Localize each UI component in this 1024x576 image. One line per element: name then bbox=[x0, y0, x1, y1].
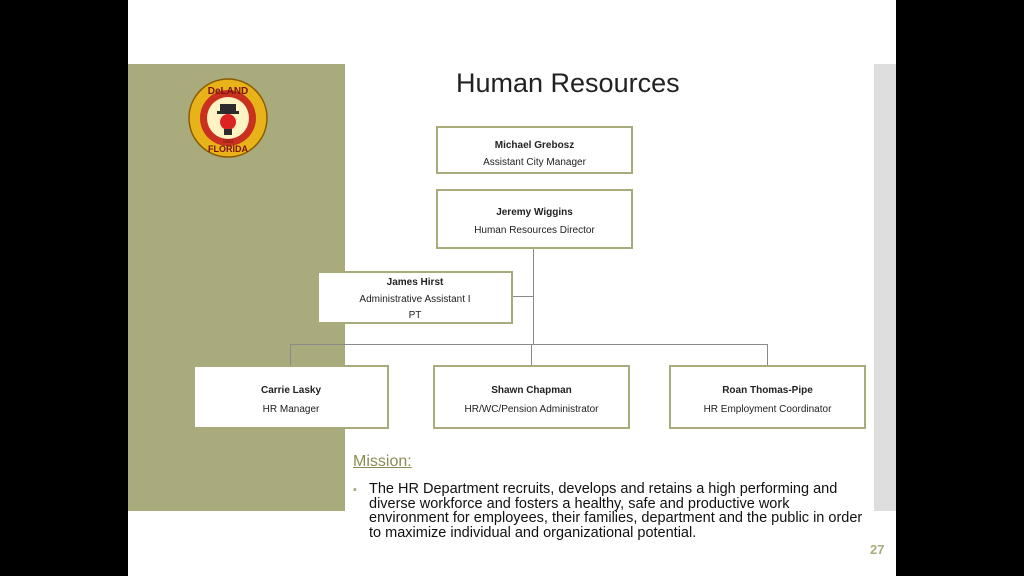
org-name: Michael Grebosz bbox=[494, 140, 575, 151]
right-strip bbox=[874, 64, 896, 511]
mission-heading: Mission: bbox=[353, 453, 412, 470]
connector-employment bbox=[767, 344, 768, 366]
org-box-pension-administrator: Shawn Chapman HR/WC/Pension Administrato… bbox=[433, 365, 630, 429]
page-title: Human Resources bbox=[456, 68, 680, 98]
connector-pension bbox=[531, 344, 532, 366]
org-role: Assistant City Manager bbox=[483, 157, 586, 168]
connector-hr-manager bbox=[290, 344, 291, 366]
org-role: HR Manager bbox=[262, 404, 320, 415]
org-box-hr-director: Jeremy Wiggins Human Resources Director bbox=[436, 189, 633, 249]
svg-text:DeLAND: DeLAND bbox=[208, 86, 249, 97]
org-name: Carrie Lasky bbox=[260, 385, 322, 396]
connector-horizontal bbox=[290, 344, 768, 345]
org-box-assistant-city-manager: Michael Grebosz Assistant City Manager bbox=[436, 126, 633, 174]
org-role: HR Employment Coordinator bbox=[703, 404, 832, 415]
mission-bullet: ▪ The HR Department recruits, develops a… bbox=[353, 482, 873, 540]
org-role: HR/WC/Pension Administrator bbox=[464, 404, 599, 415]
org-name: Shawn Chapman bbox=[491, 385, 572, 396]
svg-text:FLORIDA: FLORIDA bbox=[208, 144, 248, 154]
page-number: 27 bbox=[870, 542, 885, 557]
slide: DeLAND FLORIDA 1882 Human Resources Mich… bbox=[128, 0, 896, 576]
connector-admin bbox=[512, 296, 534, 297]
org-box-employment-coordinator: Roan Thomas-Pipe HR Employment Coordinat… bbox=[669, 365, 866, 429]
deland-logo: DeLAND FLORIDA 1882 bbox=[188, 78, 268, 158]
org-role: Administrative Assistant I bbox=[359, 293, 471, 305]
org-name: Jeremy Wiggins bbox=[496, 207, 573, 218]
org-role-type: PT bbox=[408, 310, 422, 321]
hatter-mascot-icon bbox=[217, 104, 239, 135]
svg-text:1882: 1882 bbox=[222, 139, 233, 145]
org-box-hr-manager: Carrie Lasky HR Manager bbox=[193, 365, 389, 429]
mission-text: The HR Department recruits, develops and… bbox=[369, 481, 863, 541]
org-box-admin-assistant: James Hirst Administrative Assistant I P… bbox=[317, 271, 513, 324]
bullet-icon: ▪ bbox=[353, 484, 357, 496]
org-name: James Hirst bbox=[386, 277, 444, 288]
org-name: Roan Thomas-Pipe bbox=[722, 385, 813, 396]
org-role: Human Resources Director bbox=[474, 225, 595, 236]
